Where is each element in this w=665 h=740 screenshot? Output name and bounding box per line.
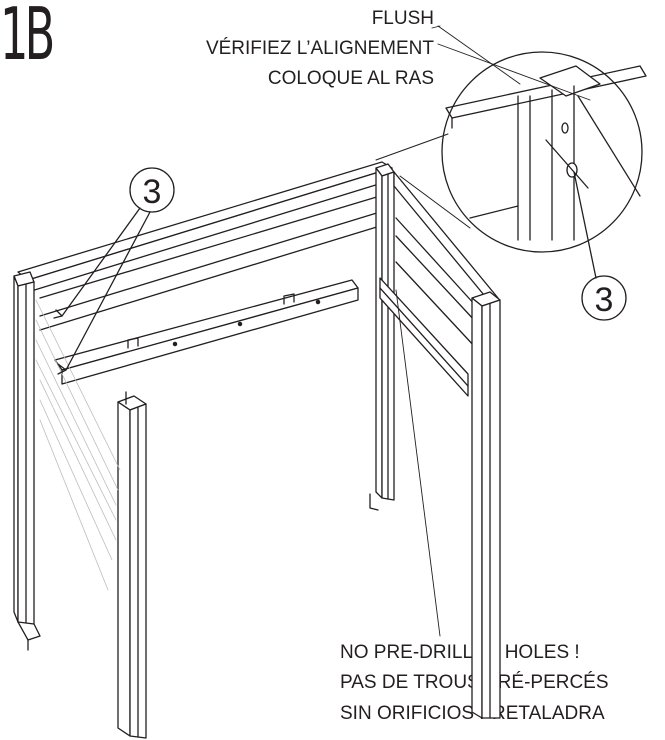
part-number-left: 3 <box>143 173 162 211</box>
warning-label-en: NO PRE-DRILLED HOLES ! <box>340 642 580 663</box>
center-cleat <box>54 279 359 385</box>
part-number-right: 3 <box>595 281 614 319</box>
warning-label-es: SIN ORIFICIOS PRETALADRA <box>340 703 605 724</box>
part-callout-right <box>573 171 627 321</box>
detail-magnifier <box>375 51 647 253</box>
flush-label-en: FLUSH <box>371 8 434 29</box>
flush-leaders <box>431 25 591 101</box>
left-back-post <box>13 271 41 651</box>
right-back-post <box>369 163 395 511</box>
motion-lines <box>35 299 121 591</box>
right-front-post <box>471 291 501 719</box>
flush-label-es: COLOQUE AL RAS <box>267 68 434 89</box>
left-front-post <box>117 391 147 739</box>
step-number: 1B <box>0 0 55 76</box>
flush-label-fr: VÉRIFIEZ L’ALIGNEMENT <box>205 38 434 59</box>
warning-leader <box>395 289 441 637</box>
part-callout-left <box>53 167 175 375</box>
